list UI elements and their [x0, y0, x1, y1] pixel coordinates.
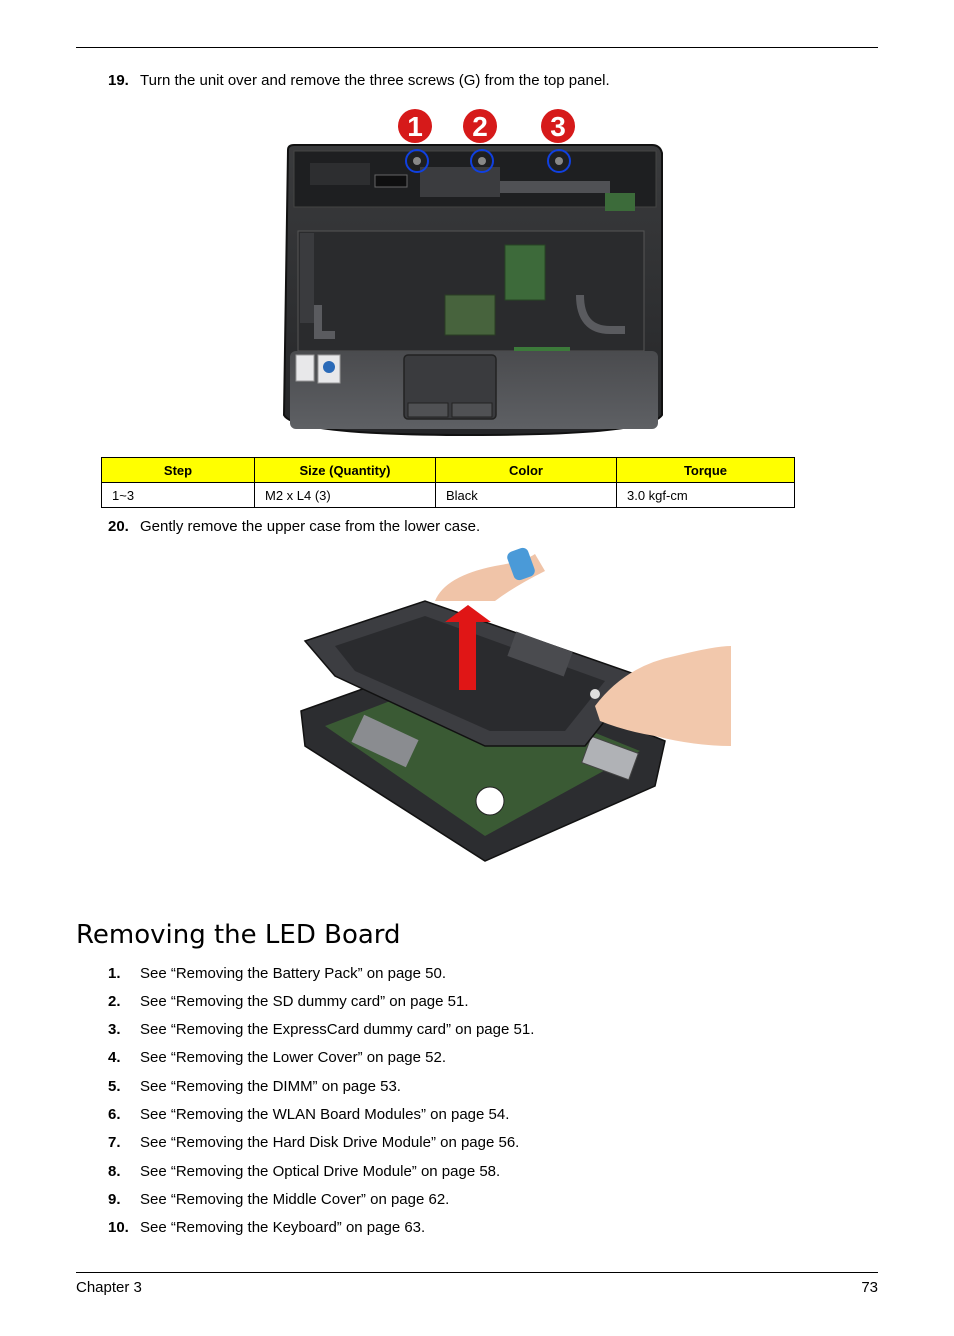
- step-number: 3.: [108, 1021, 121, 1038]
- step-text: See “Removing the Middle Cover” on page …: [140, 1191, 450, 1208]
- step-text: See “Removing the Optical Drive Module” …: [140, 1163, 501, 1180]
- step-number: 2.: [108, 993, 121, 1010]
- step-text: See “Removing the WLAN Board Modules” on…: [140, 1106, 510, 1123]
- step-number: 5.: [108, 1078, 121, 1095]
- step-number: 7.: [108, 1134, 121, 1151]
- step-number: 9.: [108, 1191, 121, 1208]
- step-text: See “Removing the Battery Pack” on page …: [140, 965, 447, 982]
- list-item: 3. See “Removing the ExpressCard dummy c…: [108, 1021, 534, 1039]
- list-item: 10. See “Removing the Keyboard” on page …: [108, 1219, 425, 1237]
- step-text: Gently remove the upper case from the lo…: [140, 518, 481, 535]
- step-text: See “Removing the ExpressCard dummy card…: [140, 1021, 535, 1038]
- list-item: 7. See “Removing the Hard Disk Drive Mod…: [108, 1134, 519, 1152]
- callout-1: 1: [407, 111, 423, 142]
- list-item: 5. See “Removing the DIMM” on page 53.: [108, 1078, 401, 1096]
- step-text: See “Removing the Keyboard” on page 63.: [140, 1219, 426, 1236]
- callout-2: 2: [472, 111, 488, 142]
- step-number: 6.: [108, 1106, 121, 1123]
- list-item: 9. See “Removing the Middle Cover” on pa…: [108, 1191, 449, 1209]
- top-panel-photo: 1 2 3: [280, 105, 664, 440]
- step-text: See “Removing the Hard Disk Drive Module…: [140, 1134, 520, 1151]
- footer-chapter: Chapter 3: [76, 1279, 142, 1296]
- table-header: Step: [101, 457, 255, 483]
- footer-page-number: 73: [861, 1279, 878, 1296]
- table-header: Color: [435, 457, 617, 483]
- callout-3: 3: [550, 111, 566, 142]
- step-text: Turn the unit over and remove the three …: [140, 72, 610, 89]
- table-cell: M2 x L4 (3): [254, 482, 436, 508]
- step-number: 20.: [108, 518, 129, 535]
- footer-rule: [76, 1272, 878, 1273]
- table-cell: 1~3: [101, 482, 255, 508]
- table-header: Size (Quantity): [254, 457, 436, 483]
- table-header-row: Step Size (Quantity) Color Torque: [101, 457, 795, 483]
- step-text: See “Removing the SD dummy card” on page…: [140, 993, 469, 1010]
- upper-case-illustration: [300, 547, 731, 862]
- upper-case-removal-photo: [295, 546, 735, 866]
- step-number: 8.: [108, 1163, 121, 1180]
- screw-table: Step Size (Quantity) Color Torque 1~3 M2…: [101, 457, 795, 508]
- table-cell: Black: [435, 482, 617, 508]
- step-text: See “Removing the DIMM” on page 53.: [140, 1078, 401, 1095]
- table-row: 1~3 M2 x L4 (3) Black 3.0 kgf-cm: [101, 482, 795, 508]
- list-item: 8. See “Removing the Optical Drive Modul…: [108, 1163, 500, 1181]
- step-text: See “Removing the Lower Cover” on page 5…: [140, 1049, 447, 1066]
- list-item: 6. See “Removing the WLAN Board Modules”…: [108, 1106, 509, 1124]
- step-20: 20. Gently remove the upper case from th…: [108, 518, 480, 536]
- list-item: 2. See “Removing the SD dummy card” on p…: [108, 993, 469, 1011]
- table-header: Torque: [616, 457, 795, 483]
- step-number: 19.: [108, 72, 129, 89]
- step-19: 19. Turn the unit over and remove the th…: [108, 72, 610, 90]
- table-cell: 3.0 kgf-cm: [616, 482, 795, 508]
- list-item: 1. See “Removing the Battery Pack” on pa…: [108, 965, 446, 983]
- list-item: 4. See “Removing the Lower Cover” on pag…: [108, 1049, 446, 1067]
- step-number: 10.: [108, 1219, 129, 1236]
- step-number: 4.: [108, 1049, 121, 1066]
- section-title: Removing the LED Board: [76, 920, 401, 950]
- step-number: 1.: [108, 965, 121, 982]
- top-panel-illustration: 1 2 3: [282, 109, 663, 437]
- header-rule: [76, 47, 878, 48]
